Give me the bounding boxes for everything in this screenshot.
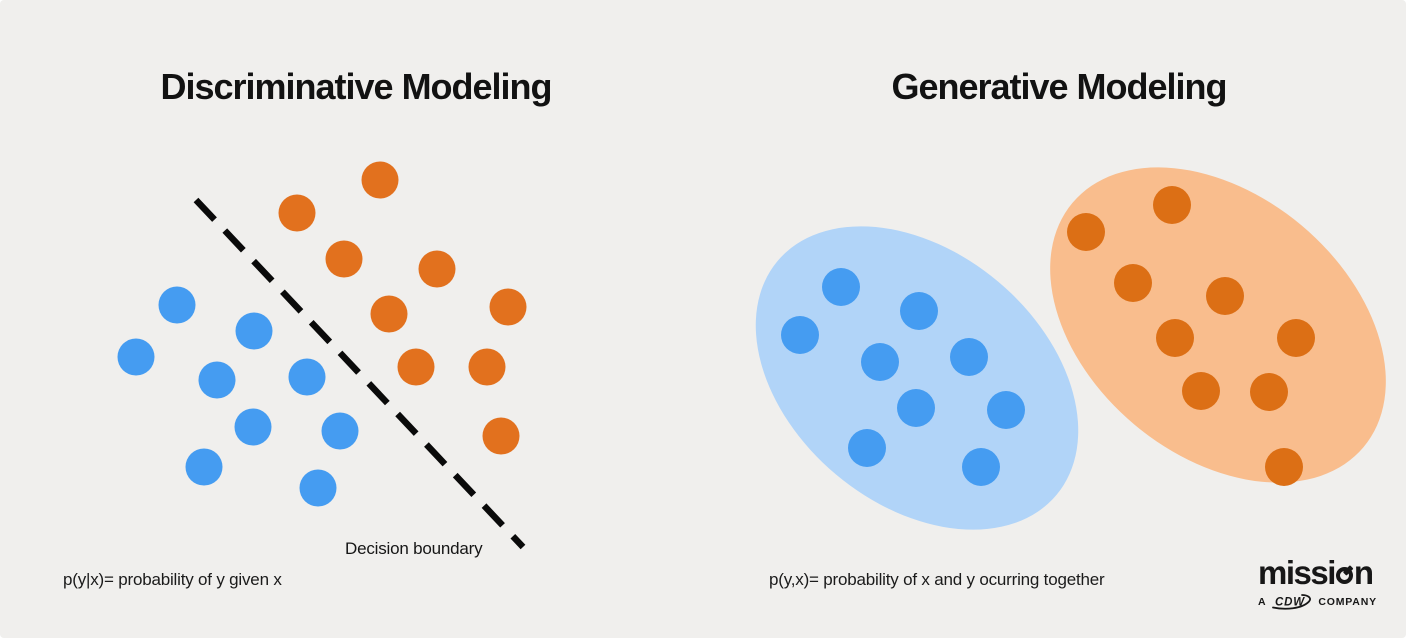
cdw-swoosh bbox=[1272, 594, 1312, 610]
blue-dot bbox=[962, 448, 1000, 486]
right-panel-formula: p(y,x)= probability of x and y ocurring … bbox=[769, 570, 1105, 589]
orange-dot bbox=[418, 250, 456, 288]
orange-dot bbox=[278, 194, 316, 232]
left-panel-title: Discriminative Modeling bbox=[160, 66, 552, 107]
orange-dot bbox=[325, 240, 363, 278]
orange-cluster-ellipse bbox=[1050, 167, 1386, 483]
tagline-a: A bbox=[1258, 595, 1267, 608]
orange-dot bbox=[1250, 373, 1288, 411]
decision-boundary-line bbox=[193, 197, 526, 550]
orange-dot bbox=[1156, 319, 1194, 357]
blue-dot bbox=[781, 316, 819, 354]
blue-dot bbox=[321, 412, 359, 450]
cdw-tagline: A CDW COMPANY bbox=[1258, 593, 1388, 610]
blue-dot bbox=[235, 312, 273, 350]
blue-dot bbox=[234, 408, 272, 446]
blue-dot bbox=[158, 286, 196, 324]
mission-wordmark-pre: missi bbox=[1258, 554, 1336, 591]
cdw-logo-text: CDW bbox=[1275, 597, 1305, 609]
orange-dot bbox=[1182, 372, 1220, 410]
orange-dot bbox=[1114, 264, 1152, 302]
orange-dot bbox=[1206, 277, 1244, 315]
blue-dot bbox=[848, 429, 886, 467]
blue-dot bbox=[198, 361, 236, 399]
blue-dot bbox=[299, 469, 337, 507]
tagline-company: COMPANY bbox=[1318, 595, 1377, 608]
orange-dot bbox=[1265, 448, 1303, 486]
decision-boundary-label: Decision boundary bbox=[345, 539, 483, 558]
orange-dot bbox=[1277, 319, 1315, 357]
orange-dot bbox=[370, 295, 408, 333]
orange-dot bbox=[1153, 186, 1191, 224]
blue-dot bbox=[117, 338, 155, 376]
blue-dot bbox=[185, 448, 223, 486]
orange-dot bbox=[489, 288, 527, 326]
blue-dot bbox=[900, 292, 938, 330]
blue-dot bbox=[950, 338, 988, 376]
cdw-logo-icon: CDW bbox=[1272, 594, 1312, 610]
blue-dot bbox=[861, 343, 899, 381]
orange-dot bbox=[1067, 213, 1105, 251]
blue-dot bbox=[822, 268, 860, 306]
blue-dot bbox=[987, 391, 1025, 429]
blue-dot bbox=[897, 389, 935, 427]
orange-dot bbox=[482, 417, 520, 455]
mission-o-icon bbox=[1335, 567, 1353, 584]
orange-dot bbox=[468, 348, 506, 386]
left-panel-formula: p(y|x)= probability of y given x bbox=[63, 570, 282, 589]
right-panel-title: Generative Modeling bbox=[891, 66, 1227, 107]
mission-wordmark-post: n bbox=[1353, 554, 1374, 591]
blue-dot bbox=[288, 358, 326, 396]
orange-dot bbox=[397, 348, 435, 386]
orange-dot bbox=[361, 161, 399, 199]
